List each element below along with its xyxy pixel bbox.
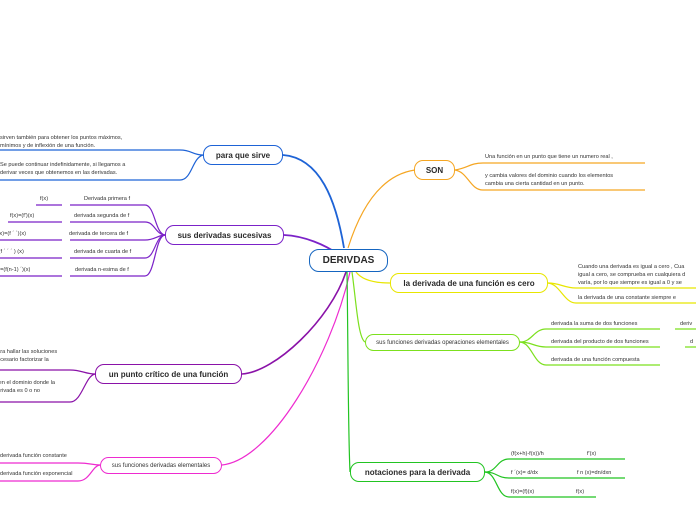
link-para-que-sirve	[282, 154, 345, 249]
operacion-name: derivada de una función compuesta	[551, 357, 640, 363]
cero-leaf-2: la derivada de una constante siempre e	[578, 295, 676, 301]
para-que-sirve-leaf-2: Se puede continuar indefinidamente, si l…	[0, 162, 126, 176]
topic-derivada-cero[interactable]: la derivada de una función es cero	[390, 273, 548, 293]
notacion-b: f(x)	[576, 489, 585, 495]
sucesiva-formula: f(x)	[40, 196, 49, 202]
son-leaf-1: Una función en un punto que tiene un num…	[485, 154, 613, 160]
link-elementales	[221, 271, 351, 466]
punto-critico-leaf-1: para hallar las soluciones necesario fac…	[0, 349, 58, 363]
notacion-a: f ´(x)= d/dx	[511, 470, 538, 476]
notacion-b: f n (x)=dn/dxn	[577, 470, 612, 476]
notacion-a: f(x)=(f)(x)	[511, 489, 535, 495]
topic-funciones-elementales[interactable]: sus funciones derivadas elementales	[100, 457, 222, 474]
topic-para-que-sirve[interactable]: para que sirve	[203, 145, 283, 165]
sucesiva-name: derivada n-esima de f	[75, 267, 129, 273]
topic-derivadas-sucesivas[interactable]: sus derivadas sucesivas	[165, 225, 284, 245]
topic-notaciones[interactable]: notaciones para la derivada	[350, 462, 485, 482]
operacion-name: derivada del producto de dos funciones	[551, 339, 649, 345]
link-cero	[355, 271, 391, 284]
notacion-a: (f(x+h)-f(x))/h	[511, 451, 544, 457]
sucesiva-name: Derivada primera f	[84, 196, 131, 202]
operacion-extra: deriv	[680, 321, 693, 327]
link-operaciones	[351, 271, 366, 343]
operacion-name: derivada la suma de dos funciones	[551, 321, 638, 327]
notacion-b: f'(x)	[587, 451, 597, 457]
para-que-sirve-leaf-1: sirven también para obtener los puntos m…	[0, 135, 123, 149]
operacion-extra: d	[690, 339, 694, 345]
sucesiva-formula: f4(f ´ ´ ´ ) (x)	[0, 249, 24, 255]
sucesiva-name: derivada de cuarta de f	[74, 249, 132, 255]
sucesiva-name: derivada segunda de f	[74, 213, 130, 219]
son-leaf-2: y cambia valores del dominio cuando los …	[485, 173, 614, 187]
punto-critico-leaf-2: o en el dominio donde la derivada es 0 o…	[0, 380, 55, 394]
elementales-leaf-1: derivada función constante	[0, 453, 67, 459]
elementales-leaf-2: derivada función exponencial	[0, 471, 73, 477]
topic-punto-critico[interactable]: un punto crítico de una función	[95, 364, 242, 384]
sucesiva-name: derivada de tercera de f	[69, 231, 129, 237]
topic-operaciones-elementales[interactable]: sus funciones derivadas operaciones elem…	[365, 334, 520, 351]
cero-leaf-1: Cuando una derivada es igual a cero , Cu…	[578, 264, 686, 286]
topic-son[interactable]: SON	[414, 160, 455, 180]
sucesiva-formula: f(x)=(f ´ ´)(x)	[0, 231, 26, 237]
central-topic[interactable]: DERIVDAS	[309, 249, 388, 272]
link-son	[347, 169, 416, 249]
sucesiva-formula: f(x)=(f')(x)	[10, 213, 35, 219]
sucesiva-formula: f(x)=(f(n-1) ´)(x)	[0, 267, 31, 273]
link-punto-critico	[241, 271, 347, 375]
link-notaciones	[346, 271, 351, 473]
